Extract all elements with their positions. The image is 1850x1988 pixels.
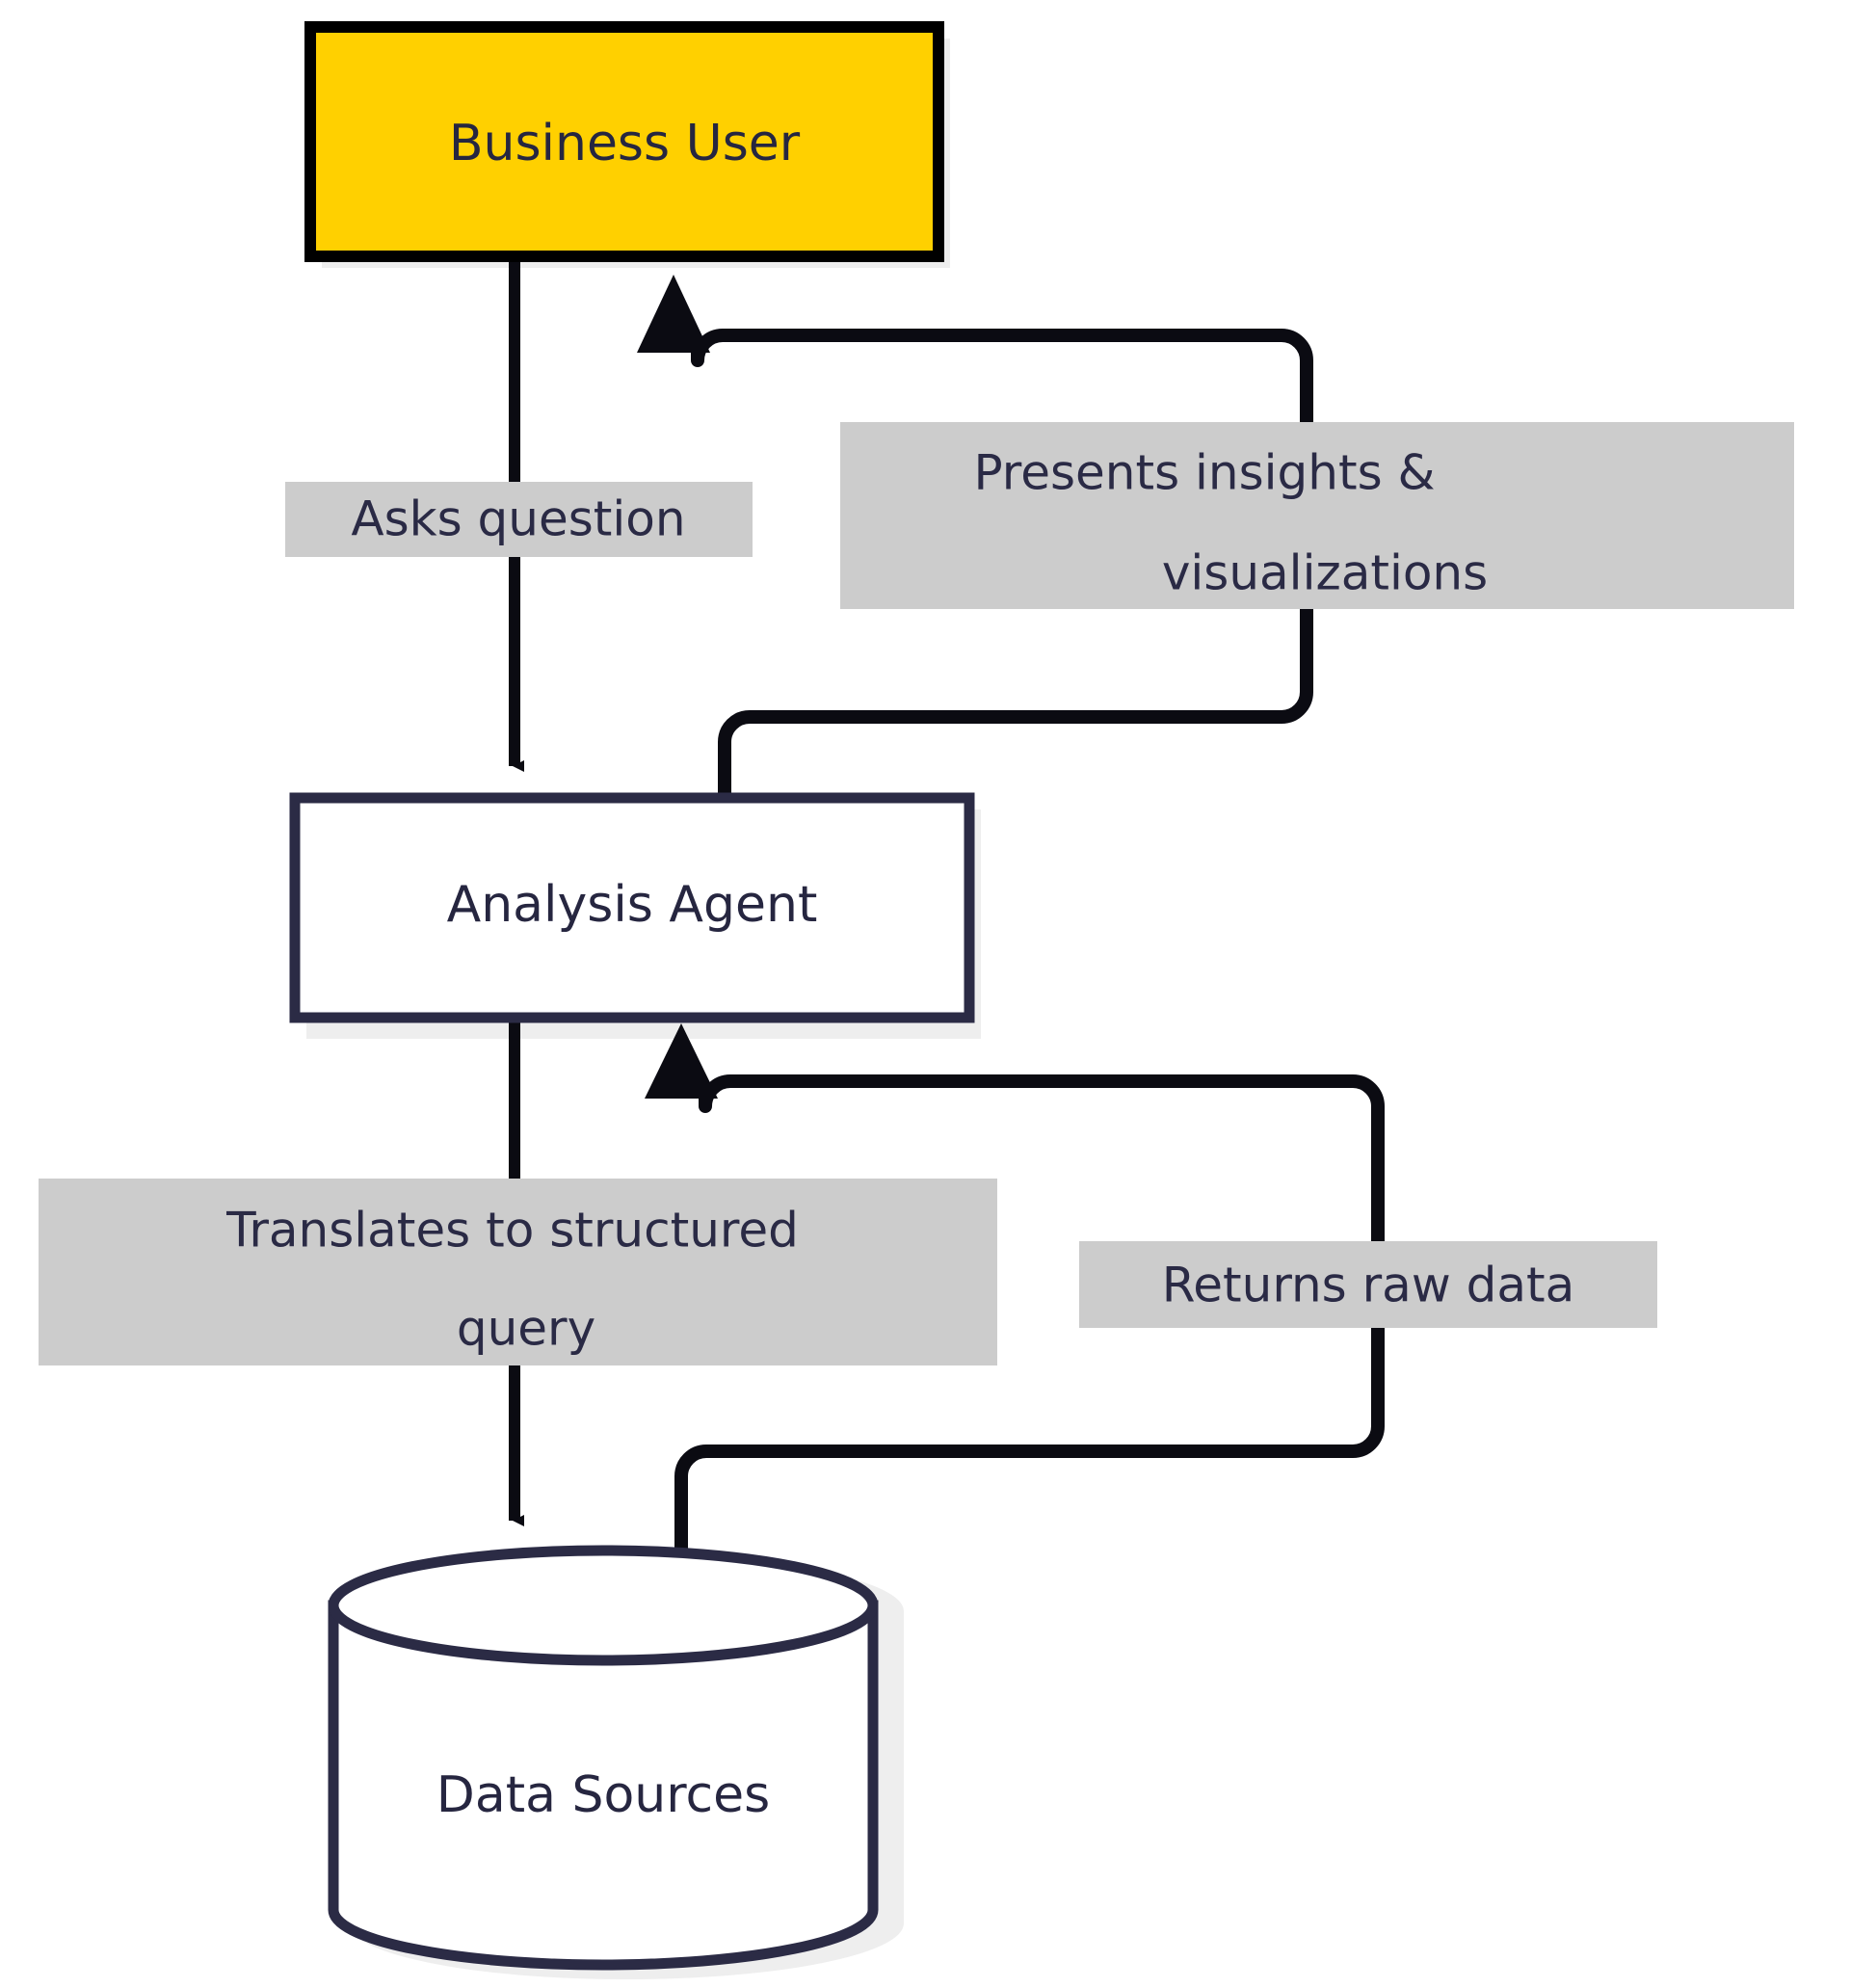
- edge-label-presents-insights-line1: Presents insights &: [973, 445, 1435, 501]
- edge-label-translates-query-bg: [39, 1179, 997, 1365]
- node-analysis-agent[interactable]: Analysis Agent: [289, 792, 975, 1023]
- edge-label-presents-insights: Presents insights & visualizations: [840, 422, 1794, 609]
- edge-label-asks-question: Asks question: [285, 482, 753, 557]
- data-sources-cylinder-body[interactable]: [328, 1600, 879, 1971]
- edge-label-translates-query-line2: query: [457, 1301, 595, 1357]
- node-business-user[interactable]: Business User: [304, 21, 944, 262]
- edge-label-returns-raw-data-bg: [1079, 1241, 1657, 1328]
- data-sources-cylinder-top: [328, 1545, 879, 1666]
- edge-label-translates-query-line1: Translates to structured: [225, 1203, 799, 1259]
- edge-label-asks-question-text: Asks question: [351, 491, 685, 547]
- edge-label-presents-insights-line2: visualizations: [1162, 545, 1488, 601]
- data-sources-label: Data Sources: [436, 1766, 770, 1824]
- node-data-sources[interactable]: Data Sources: [328, 1545, 879, 1971]
- edge-label-returns-raw-data-text: Returns raw data: [1162, 1258, 1574, 1313]
- business-user-label: Business User: [449, 115, 801, 172]
- edge-label-returns-raw-data: Returns raw data: [1079, 1241, 1657, 1328]
- analysis-agent-label: Analysis Agent: [447, 876, 818, 934]
- edge-label-asks-question-bg: [285, 482, 753, 557]
- edge-label-translates-query: Translates to structured query: [39, 1179, 997, 1365]
- business-user-box[interactable]: [304, 21, 944, 262]
- edge-label-presents-insights-bg: [840, 422, 1794, 609]
- analysis-agent-box[interactable]: [289, 792, 975, 1023]
